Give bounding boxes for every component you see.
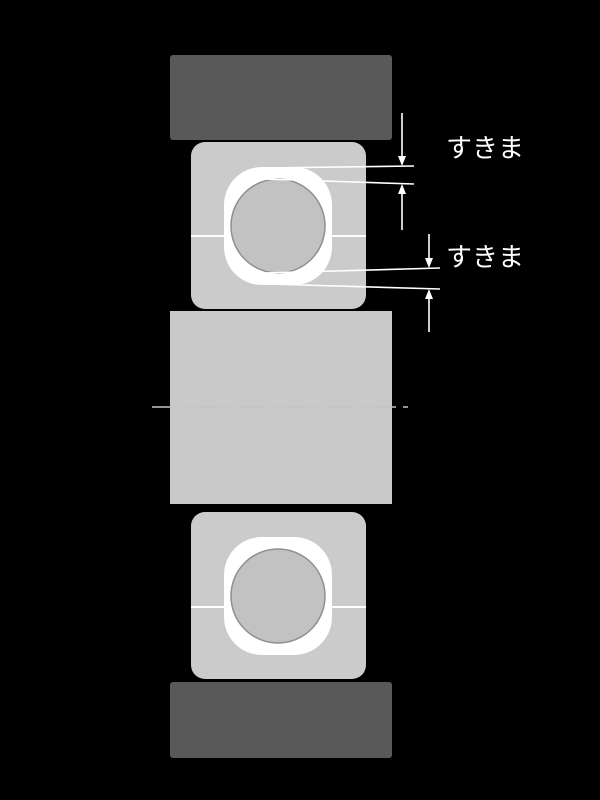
housing-block-top (170, 55, 392, 140)
outer-clearance-extension-line-bottom (263, 178, 415, 185)
outer-clearance-annotation: すきま (263, 113, 524, 230)
arrow-down-icon (425, 258, 433, 268)
arrow-up-icon (425, 289, 433, 299)
bearing-section-lower (191, 512, 366, 679)
arrow-down-icon (398, 156, 406, 166)
bearing-lower-ball (230, 548, 326, 644)
inner-clearance-annotation: すきま (263, 234, 524, 332)
inner-clearance-label: すきま (446, 243, 524, 273)
bearing-upper-ball (230, 178, 326, 274)
outer-clearance-label: すきま (446, 134, 524, 164)
inner-clearance-extension-line-bottom (267, 283, 441, 290)
housing-block-bottom (170, 682, 392, 758)
bearing-section-upper (191, 142, 366, 309)
arrow-up-icon (398, 184, 406, 194)
inner-clearance-extension-line-top (263, 267, 441, 274)
outer-clearance-extension-line-top (263, 165, 415, 169)
